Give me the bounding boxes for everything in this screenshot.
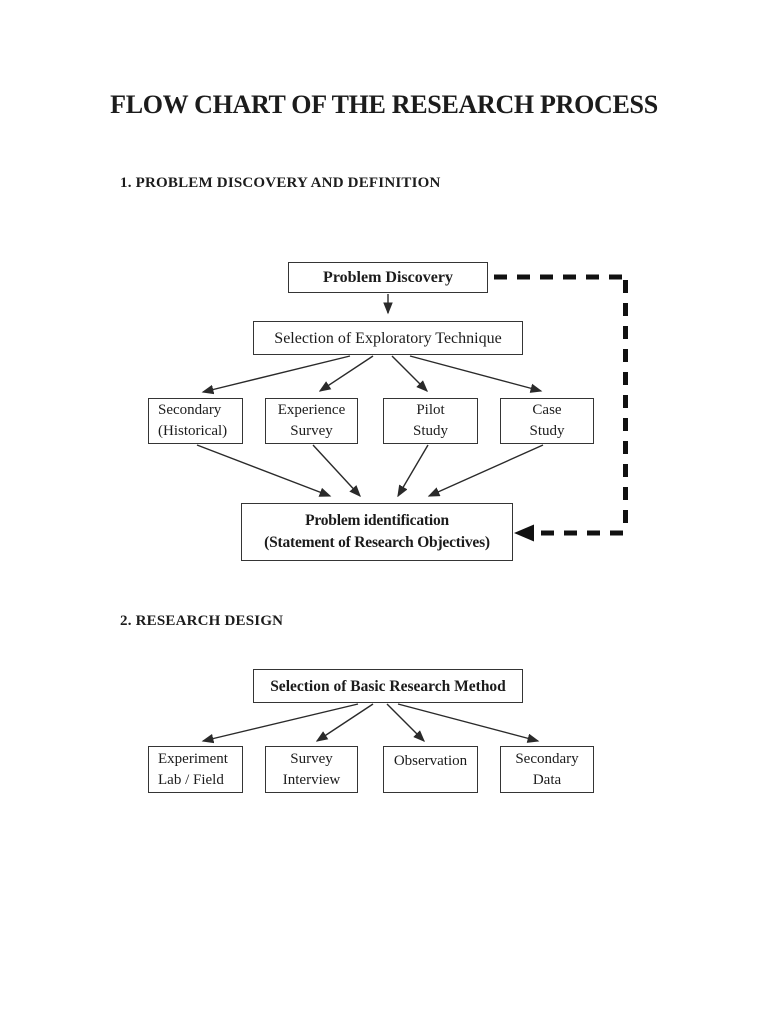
secondary-line2: (Historical)	[158, 423, 228, 439]
case-line1: Case	[532, 402, 562, 418]
survey-line2: Interview	[282, 771, 341, 788]
page-title: FLOW CHART OF THE RESEARCH PROCESS	[110, 90, 658, 119]
experiment-line1: Experiment	[158, 750, 228, 767]
observation-label: Observation	[393, 753, 468, 769]
secondary-historical-box: Secondary (Historical)	[148, 398, 243, 444]
secondary-data-box: Secondary Data	[500, 746, 594, 793]
selection-exploratory-label: Selection of Exploratory Technique	[274, 329, 502, 347]
problem-identification-box: Problem identification (Statement of Res…	[241, 503, 513, 561]
case-study-box: Case Study	[500, 398, 594, 444]
case-line2: Study	[529, 423, 565, 439]
secondary-line1: Secondary	[158, 402, 222, 418]
experience-survey-box: Experience Survey	[265, 398, 358, 444]
problem-discovery-box: Problem Discovery	[288, 262, 488, 293]
selection-basic-method-label: Selection of Basic Research Method	[270, 677, 506, 695]
experience-line2: Survey	[290, 423, 333, 439]
arrow-selection-to-secondary	[201, 355, 351, 395]
arrow-selection-to-experience	[318, 355, 374, 392]
survey-interview-box: Survey Interview	[265, 746, 358, 793]
arrow-selection-to-pilot	[391, 355, 429, 393]
arrow-selection-to-case	[409, 355, 543, 393]
dashed-arrowhead	[514, 524, 534, 542]
section-1-heading: 1. PROBLEM DISCOVERY AND DEFINITION	[120, 175, 441, 191]
arrow-method-to-secondary-data	[397, 703, 540, 743]
selection-exploratory-box: Selection of Exploratory Technique	[253, 321, 523, 355]
pilot-line2: Study	[412, 423, 448, 439]
problem-discovery-label: Problem Discovery	[323, 269, 453, 286]
arrow-pilot-to-identification	[397, 444, 429, 498]
arrow-case-to-identification	[427, 444, 544, 497]
experience-line1: Experience	[277, 402, 346, 418]
secondary-data-line2: Data	[532, 771, 562, 788]
selection-basic-method-box: Selection of Basic Research Method	[253, 669, 523, 703]
flowchart2-solid-arrows	[201, 703, 540, 744]
arrow-experience-to-identification	[312, 444, 361, 498]
problem-identification-line2: (Statement of Research Objectives)	[264, 534, 490, 551]
arrow-secondary-to-identification	[196, 444, 332, 497]
arrow-method-to-observation	[386, 703, 426, 743]
pilot-study-box: Pilot Study	[383, 398, 478, 444]
problem-identification-line1: Problem identification	[305, 512, 449, 529]
arrow-method-to-survey	[315, 703, 374, 742]
pilot-line1: Pilot	[416, 402, 445, 418]
survey-line1: Survey	[290, 750, 333, 767]
secondary-data-line1: Secondary	[515, 750, 579, 767]
experiment-lab-field-box: Experiment Lab / Field	[148, 746, 243, 793]
observation-box: Observation	[383, 746, 478, 793]
section-2-heading: 2. RESEARCH DESIGN	[120, 613, 284, 629]
experiment-line2: Lab / Field	[158, 771, 224, 788]
arrow-method-to-experiment	[201, 703, 359, 744]
